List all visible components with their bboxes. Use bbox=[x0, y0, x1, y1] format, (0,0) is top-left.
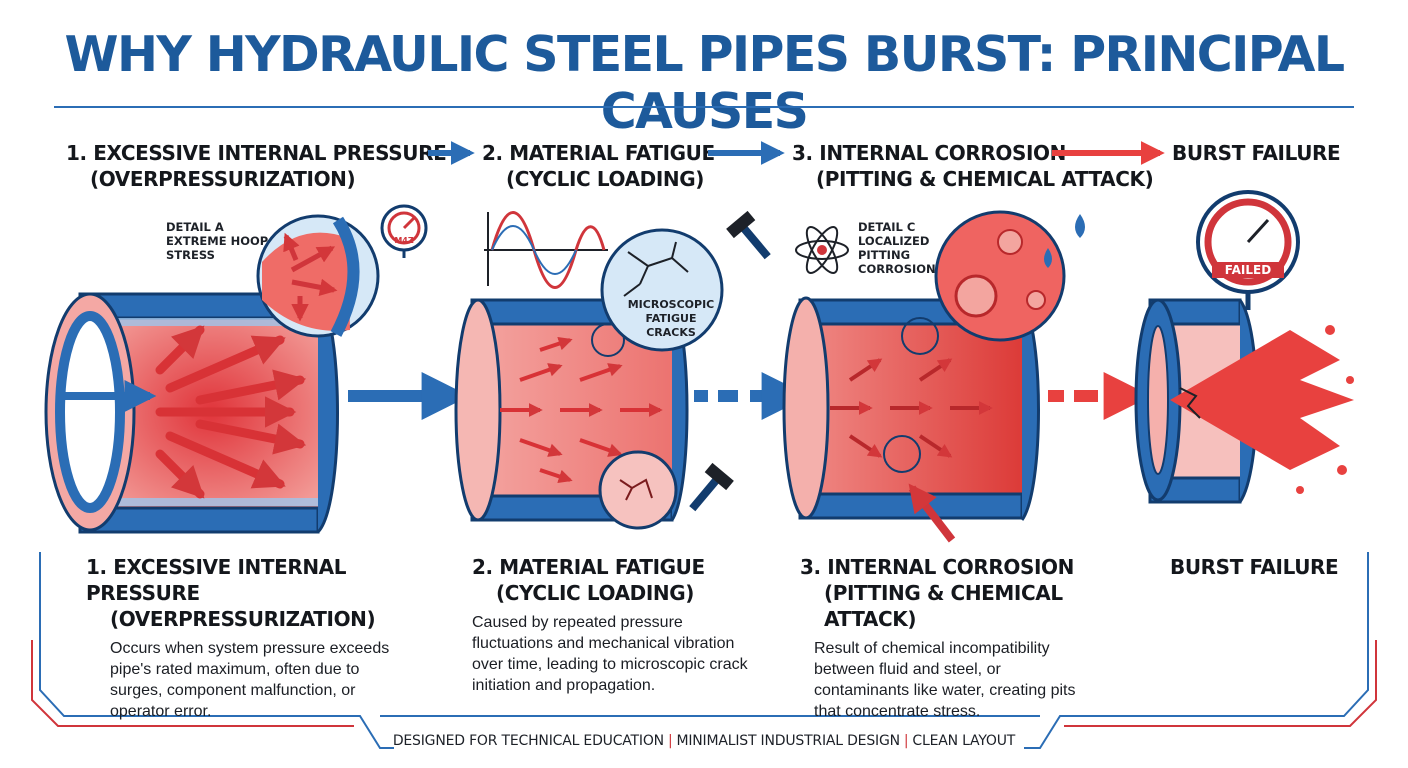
burst-spray bbox=[1170, 330, 1354, 470]
cyclic-load-graph bbox=[484, 211, 608, 289]
stage-1-heading: 1. EXCESSIVE INTERNAL PRESSURE (OVERPRES… bbox=[66, 140, 447, 192]
stage-3-heading: 3. INTERNAL CORROSION (PITTING & CHEMICA… bbox=[792, 140, 1154, 192]
stage-2-desc-title: 2. MATERIAL FATIGUE bbox=[472, 555, 705, 579]
detail-b-line2: FATIGUE bbox=[645, 312, 697, 325]
stage-4-desc-title: BURST FAILURE bbox=[1170, 555, 1339, 579]
detail-a-label: DETAIL A EXTREME HOOP STRESS bbox=[166, 220, 268, 262]
footer-item-3: CLEAN LAYOUT bbox=[912, 733, 1016, 749]
footer-separator-2: | bbox=[903, 733, 909, 749]
detail-c-label: DETAIL C LOCALIZED PITTING CORROSION bbox=[858, 220, 936, 276]
title-rule bbox=[54, 106, 1354, 108]
pipe-2-fatigue bbox=[454, 298, 734, 530]
stage-3-desc-subtitle: (PITTING & CHEMICAL ATTACK) bbox=[824, 581, 1063, 631]
detail-c-line3: PITTING bbox=[858, 248, 911, 262]
hammer-icon bbox=[689, 462, 734, 512]
stage-1-heading-line2: (OVERPRESSURIZATION) bbox=[90, 167, 356, 191]
stage-3-desc-title: 3. INTERNAL CORROSION bbox=[800, 555, 1074, 579]
stage-2-heading-line2: (CYCLIC LOADING) bbox=[506, 167, 705, 191]
stage-2-heading: 2. MATERIAL FATIGUE (CYCLIC LOADING) bbox=[482, 140, 715, 192]
detail-c-line4: CORROSION bbox=[858, 262, 936, 276]
stage-1-heading-line1: 1. EXCESSIVE INTERNAL PRESSURE bbox=[66, 141, 447, 165]
stage-2-description: 2. MATERIAL FATIGUE(CYCLIC LOADING) Caus… bbox=[472, 554, 772, 696]
stage-3-heading-line1: 3. INTERNAL CORROSION bbox=[792, 141, 1066, 165]
detail-b-line3: CRACKS bbox=[646, 326, 696, 339]
detail-a-line1: DETAIL A bbox=[166, 220, 224, 234]
failed-gauge-label: FAILED bbox=[1225, 263, 1271, 277]
stage-3-description: 3. INTERNAL CORROSION(PITTING & CHEMICAL… bbox=[800, 554, 1120, 722]
footer-separator: | bbox=[667, 733, 673, 749]
footer: DESIGNED FOR TECHNICAL EDUCATION|MINIMAL… bbox=[0, 733, 1408, 749]
footer-item-2: MINIMALIST INDUSTRIAL DESIGN bbox=[676, 733, 900, 749]
stage-2-desc-body: Caused by repeated pressure fluctuations… bbox=[472, 614, 748, 694]
hammer-icon-top bbox=[726, 210, 771, 260]
pipe-4-burst bbox=[1134, 298, 1354, 504]
stage-1-desc-body: Occurs when system pressure exceeds pipe… bbox=[110, 640, 390, 720]
detail-c-circle bbox=[934, 210, 1085, 342]
detail-c-line2: LOCALIZED bbox=[858, 234, 930, 248]
detail-a-circle: M4Z bbox=[256, 204, 428, 338]
bottom-frame bbox=[31, 552, 1377, 749]
detail-a-line3: STRESS bbox=[166, 248, 215, 262]
stage-4-heading-line1: BURST FAILURE bbox=[1172, 141, 1341, 165]
detail-b-circle bbox=[600, 210, 771, 352]
pipe-3-corrosion bbox=[782, 296, 1040, 543]
stage-4-description: BURST FAILURE bbox=[1170, 554, 1350, 580]
stage-1-desc-subtitle: (OVERPRESSURIZATION) bbox=[110, 607, 376, 631]
stage-4-heading: BURST FAILURE bbox=[1172, 140, 1341, 166]
gauge-a-label: M4Z bbox=[394, 236, 414, 245]
page-title: WHY HYDRAULIC STEEL PIPES BURST: PRINCIP… bbox=[64, 26, 1346, 140]
flow-arrow-3 bbox=[1048, 372, 1152, 420]
water-drop-icon-2 bbox=[1075, 214, 1085, 238]
stage-3-heading-line2: (PITTING & CHEMICAL ATTACK) bbox=[816, 167, 1154, 191]
pipe-1-overpressure bbox=[44, 292, 339, 534]
atom-icon bbox=[795, 226, 849, 274]
detail-b-label: MICROSCOPIC FATIGUE CRACKS bbox=[626, 298, 716, 340]
failed-gauge-icon: FAILED bbox=[1196, 190, 1300, 310]
stage-2-heading-line1: 2. MATERIAL FATIGUE bbox=[482, 141, 715, 165]
stage-3-desc-body: Result of chemical incompatibility betwe… bbox=[814, 640, 1076, 720]
water-drop-icon bbox=[1044, 248, 1052, 268]
detail-b-line1: MICROSCOPIC bbox=[627, 298, 715, 311]
footer-item-1: DESIGNED FOR TECHNICAL EDUCATION bbox=[392, 733, 664, 749]
stage-2-desc-subtitle: (CYCLIC LOADING) bbox=[496, 581, 695, 605]
detail-a-line2: EXTREME HOOP bbox=[166, 234, 269, 248]
stage-1-desc-title: 1. EXCESSIVE INTERNAL PRESSURE bbox=[86, 555, 347, 605]
stage-1-description: 1. EXCESSIVE INTERNAL PRESSURE(OVERPRESS… bbox=[86, 554, 426, 722]
detail-c-line1: DETAIL C bbox=[858, 220, 916, 234]
